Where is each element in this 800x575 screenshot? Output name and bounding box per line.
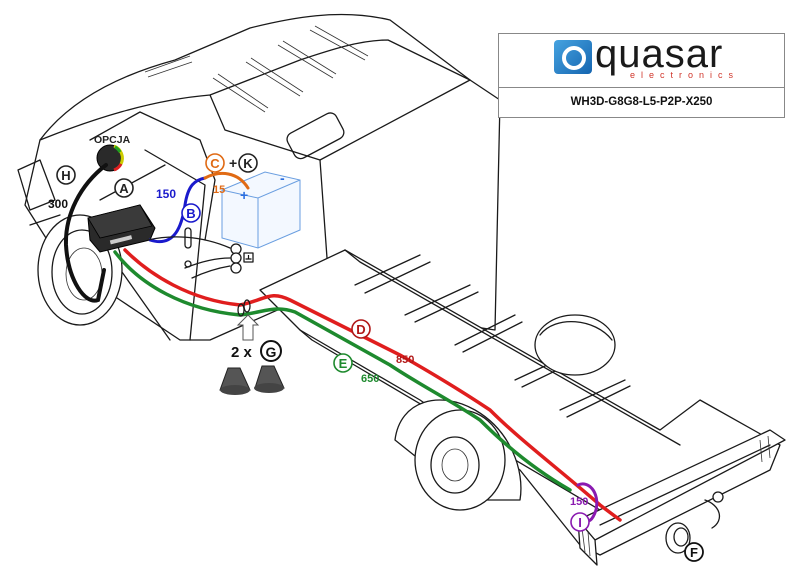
label-K: K xyxy=(238,153,258,173)
ground-icon xyxy=(243,252,254,263)
label-plus: + xyxy=(229,155,237,171)
label-A: A xyxy=(114,178,134,198)
length-red: 850 xyxy=(396,354,414,366)
label-E: E xyxy=(333,353,353,373)
svg-text:H: H xyxy=(61,168,70,183)
svg-text:B: B xyxy=(186,206,195,221)
svg-text:C: C xyxy=(210,156,220,171)
label-G: G xyxy=(260,340,282,362)
label-F: F xyxy=(684,542,704,562)
cable-orange xyxy=(203,171,250,190)
length-black: 300 xyxy=(48,197,68,211)
arrow-up-icon xyxy=(236,314,260,341)
svg-text:F: F xyxy=(690,545,698,560)
optional-label: OPCJA xyxy=(94,134,131,146)
ring-terminal xyxy=(230,252,242,264)
label-D: D xyxy=(351,319,371,339)
length-blue: 150 xyxy=(156,187,176,201)
label-H: H xyxy=(56,165,76,185)
cable-blue xyxy=(148,176,207,244)
cable-red xyxy=(123,248,622,522)
part-code: WH3D-G8G8-L5-P2P-X250 xyxy=(570,96,713,108)
battery-plus-icon: + xyxy=(240,187,248,203)
battery-minus-icon: - xyxy=(280,170,285,186)
label-B: B xyxy=(181,203,201,223)
rear-wheel-left xyxy=(394,399,522,511)
brand-box: quasar electronics WH3D-G8G8-L5-P2P-X250 xyxy=(498,32,785,118)
label-G-quantity: 2 x xyxy=(231,344,253,361)
brand-subtitle: electronics xyxy=(630,70,740,80)
tow-hitch xyxy=(704,491,724,529)
label-C: C xyxy=(205,153,225,173)
svg-text:I: I xyxy=(578,515,582,530)
svg-text:G: G xyxy=(266,344,277,360)
control-module xyxy=(87,204,156,253)
brand-name: quasar xyxy=(595,32,724,76)
cable-black xyxy=(63,163,108,303)
label-I: I xyxy=(570,512,590,532)
length-purple: 150 xyxy=(570,496,588,508)
battery: + - xyxy=(221,170,301,249)
length-orange: 15 xyxy=(213,184,225,196)
length-green: 650 xyxy=(361,373,379,385)
cable-green xyxy=(113,250,572,492)
grommet-marker xyxy=(243,299,251,313)
svg-text:K: K xyxy=(243,156,253,171)
grommet-parts xyxy=(219,365,285,395)
svg-text:E: E xyxy=(339,356,348,371)
trailer-socket xyxy=(665,522,691,554)
grommet-marker xyxy=(237,303,245,317)
ring-terminal xyxy=(230,262,242,274)
rear-wheel-right xyxy=(534,314,616,376)
quasar-logo-icon xyxy=(554,40,592,74)
brand-logo: quasar electronics xyxy=(499,32,784,88)
chassis-frame xyxy=(259,249,786,566)
svg-text:D: D xyxy=(356,322,365,337)
svg-text:A: A xyxy=(119,181,129,196)
